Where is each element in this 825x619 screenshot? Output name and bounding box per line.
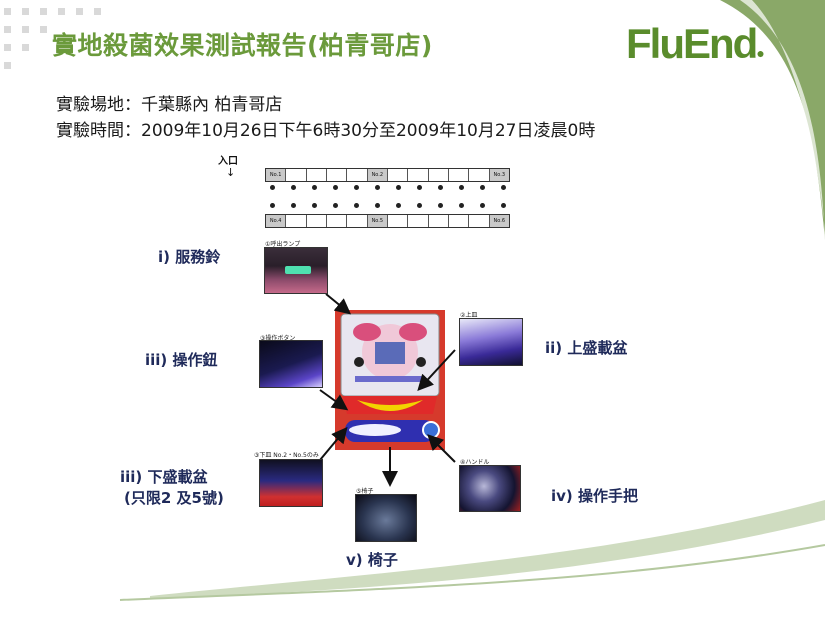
entrance-label: 入口 xyxy=(218,156,238,167)
seat-cell: No.2 xyxy=(367,169,388,181)
entrance-arrow: ↓ xyxy=(226,166,236,179)
seat-cell xyxy=(307,169,327,181)
bell-photo xyxy=(264,247,328,294)
label-tray-upper: ii) 上盛載盆 xyxy=(545,339,628,357)
photo-caption-bell: ①呼出ランプ xyxy=(265,241,301,248)
seat-cell: No.1 xyxy=(266,169,287,181)
seat-cell xyxy=(286,215,307,227)
seat-cell xyxy=(388,169,409,181)
seat-cell xyxy=(469,169,490,181)
seat-cell xyxy=(388,215,409,227)
seat-cell: No.4 xyxy=(266,215,287,227)
seat-cell xyxy=(347,215,368,227)
page-title: 實地殺菌效果測試報告(柏青哥店) xyxy=(52,31,433,60)
seat-row-bottom: No.4 No.5 No.6 xyxy=(265,214,510,228)
logo-text: FluEnd xyxy=(626,20,758,67)
photo-caption-button: ③操作ボタン xyxy=(260,335,296,342)
seat-cell xyxy=(347,169,368,181)
tray-upper-photo xyxy=(459,318,523,366)
location-line: 實驗場地：千葉縣內 柏青哥店 xyxy=(56,95,283,115)
seat-dots-bottom xyxy=(270,203,506,208)
time-line: 實驗時間：2009年10月26日下午6時30分至2009年10月27日凌晨0時 xyxy=(56,121,596,141)
photo-caption-tray-upper: ②上皿 xyxy=(460,312,478,319)
seat-dots-top xyxy=(270,185,506,190)
seat-cell: No.6 xyxy=(489,215,509,227)
label-chair: v) 椅子 xyxy=(346,551,398,569)
seat-cell xyxy=(307,215,327,227)
seat-cell xyxy=(327,169,348,181)
seat-cell xyxy=(408,169,429,181)
handle-photo xyxy=(459,465,521,512)
seat-cell xyxy=(408,215,429,227)
fluend-logo: FluEnd● xyxy=(626,20,765,67)
chair-photo xyxy=(355,494,417,542)
photo-caption-tray-lower: ③下皿 No.2・No.5のみ xyxy=(254,452,319,459)
seat-cell xyxy=(286,169,307,181)
label-bell: i) 服務鈴 xyxy=(158,248,221,266)
seat-cell: No.5 xyxy=(367,215,388,227)
seat-cell xyxy=(449,169,470,181)
label-tray-lower: iii) 下盛載盆 xyxy=(120,468,208,486)
seat-cell xyxy=(327,215,348,227)
seat-cell xyxy=(429,169,449,181)
seat-cell xyxy=(429,215,449,227)
seat-cell xyxy=(469,215,490,227)
button-photo xyxy=(259,340,323,388)
seat-cell xyxy=(449,215,470,227)
label-handle: iv) 操作手把 xyxy=(551,487,638,505)
seat-cell: No.3 xyxy=(489,169,509,181)
label-tray-lower-note: (只限2 及5號) xyxy=(124,489,224,507)
tray-lower-photo xyxy=(259,459,323,507)
photo-caption-chair: ⑤椅子 xyxy=(356,488,374,495)
label-button: iii) 操作鈕 xyxy=(145,351,218,369)
seat-row-top: No.1 No.2 No.3 xyxy=(265,168,510,182)
photo-caption-handle: ④ハンドル xyxy=(460,459,490,466)
